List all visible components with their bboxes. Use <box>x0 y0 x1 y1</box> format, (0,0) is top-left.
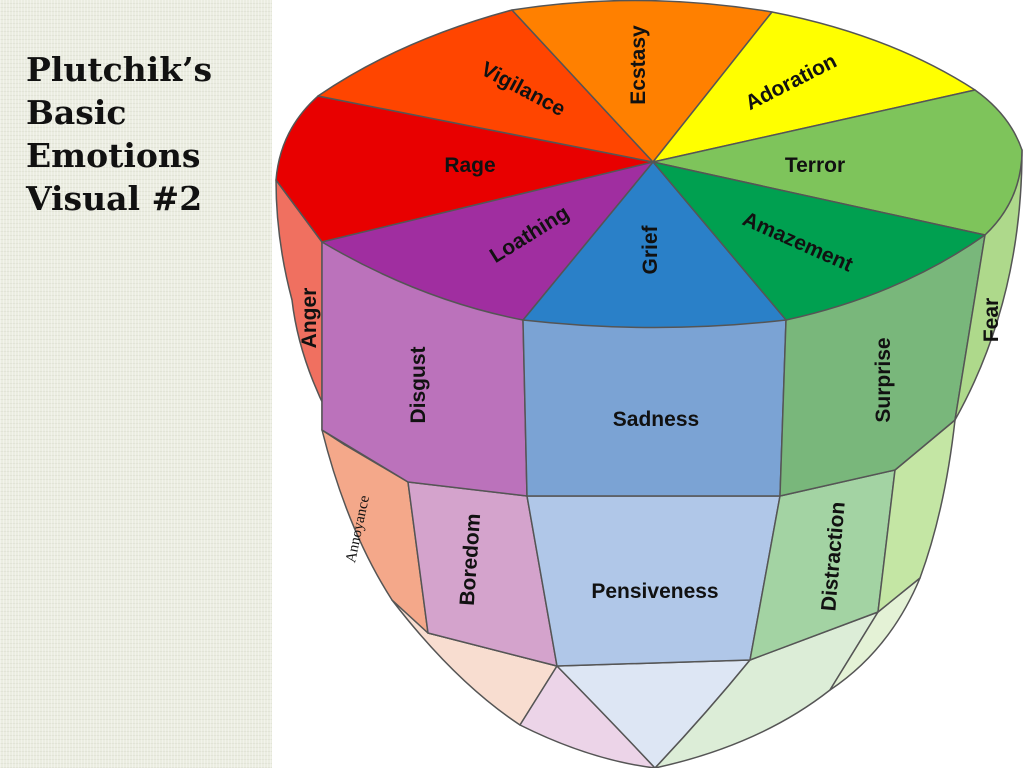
segment-terror <box>652 89 1023 236</box>
label-ecstasy: Ecstasy <box>627 25 650 105</box>
title-line-2: Basic <box>26 93 127 132</box>
title-line-3: Emotions <box>26 136 201 175</box>
segment-lower-fear <box>877 419 956 613</box>
segment-vigilance <box>317 9 654 163</box>
title-line-1: Plutchik’s <box>26 50 213 89</box>
segment-bottom-fear <box>829 577 921 691</box>
page-title: Plutchik’s Basic Emotions Visual #2 <box>26 48 266 220</box>
label-anger: Anger <box>298 288 321 349</box>
label-terror: Terror <box>785 154 845 177</box>
label-pensiveness: Pensiveness <box>591 580 718 603</box>
segment-rage <box>275 95 654 243</box>
segment-fear <box>954 149 1023 421</box>
label-surprise: Surprise <box>872 337 895 422</box>
label-fear: Fear <box>980 298 1003 342</box>
label-grief: Grief <box>639 224 662 274</box>
segment-adoration <box>652 11 976 163</box>
segment-annoyance <box>321 429 429 634</box>
title-line-4: Visual #2 <box>26 179 203 218</box>
segment-amazement <box>652 161 986 321</box>
segment-grief <box>522 161 787 329</box>
segment-loathing <box>321 161 654 321</box>
segment-bottom-surprise <box>654 611 879 768</box>
sidebar-panel: Plutchik’s Basic Emotions Visual #2 <box>0 0 272 768</box>
label-sadness: Sadness <box>613 408 699 431</box>
label-rage: Rage <box>444 154 495 177</box>
emotion-cone-diagram: Vigilance Ecstasy Adoration Terror Amaze… <box>275 0 1023 768</box>
label-disgust: Disgust <box>407 346 430 423</box>
segment-ecstasy <box>511 0 773 163</box>
